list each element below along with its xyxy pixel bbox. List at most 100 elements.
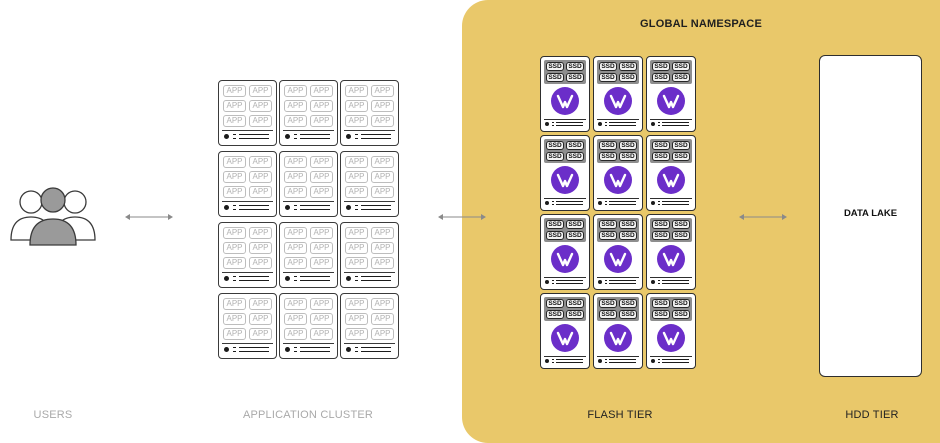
indicator-icon <box>552 122 554 123</box>
indicator-icon <box>294 276 297 278</box>
app-chip: APP <box>310 171 333 183</box>
indicator-icon <box>658 283 660 284</box>
indicator-icon <box>355 276 358 278</box>
app-chip: APP <box>345 100 368 112</box>
vast-logo-icon <box>657 324 685 352</box>
app-chip: APP <box>310 242 333 254</box>
flash-hdd-arrow-icon <box>739 214 787 220</box>
vent-line-icon <box>556 359 583 360</box>
app-chip: APP <box>249 85 272 97</box>
vent-line-icon <box>662 201 689 202</box>
data-lake-box: DATA LAKE <box>819 55 922 377</box>
vast-logo-icon <box>551 245 579 273</box>
app-chip: APP <box>249 257 272 269</box>
app-chip: APP <box>284 186 307 198</box>
indicator-icon <box>552 280 554 281</box>
app-chip: APP <box>284 156 307 168</box>
power-led-icon <box>285 134 290 139</box>
ssd-chip: SSD <box>599 310 617 319</box>
app-chip: APP <box>284 313 307 325</box>
ssd-chip: SSD <box>652 62 670 71</box>
indicator-icon <box>355 280 358 282</box>
server-status-bar <box>222 343 273 355</box>
indicator-icon <box>233 351 236 353</box>
power-led-icon <box>598 122 602 126</box>
app-chip: APP <box>310 257 333 269</box>
app-chip: APP <box>345 85 368 97</box>
app-chip: APP <box>284 257 307 269</box>
indicator-icon <box>233 205 236 207</box>
power-led-icon <box>545 122 549 126</box>
indicator-icon <box>294 138 297 140</box>
app-chip: APP <box>345 257 368 269</box>
app-chip: APP <box>223 298 246 310</box>
ssd-chip: SSD <box>546 310 564 319</box>
ssd-chip: SSD <box>566 299 584 308</box>
app-chip: APP <box>371 100 394 112</box>
app-chip: APP <box>284 171 307 183</box>
node-status-bar <box>650 277 692 286</box>
ssd-chip: SSD <box>566 73 584 82</box>
hdd-tier-caption: HDD TIER <box>845 409 899 421</box>
vast-logo-icon <box>551 324 579 352</box>
indicator-icon <box>605 125 607 126</box>
power-led-icon <box>346 205 351 210</box>
ssd-chip: SSD <box>599 141 617 150</box>
vent-line-icon <box>662 204 689 205</box>
power-led-icon <box>346 276 351 281</box>
app-chip: APP <box>310 328 333 340</box>
indicator-icon <box>233 138 236 140</box>
app-chip: APP <box>345 186 368 198</box>
vent-line-icon <box>239 209 269 211</box>
vent-line-icon <box>239 347 269 349</box>
vent-line-icon <box>556 204 583 205</box>
ssd-chip: SSD <box>599 73 617 82</box>
ssd-chip: SSD <box>599 152 617 161</box>
vent-line-icon <box>556 122 583 123</box>
ssd-chip: SSD <box>652 73 670 82</box>
vent-line-icon <box>239 134 269 136</box>
server-status-bar <box>283 130 334 142</box>
ssd-chip: SSD <box>619 141 637 150</box>
ssd-chip: SSD <box>566 220 584 229</box>
indicator-icon <box>605 122 607 123</box>
indicator-icon <box>658 122 660 123</box>
vent-line-icon <box>300 138 330 140</box>
app-chip: APP <box>371 186 394 198</box>
indicator-icon <box>605 359 607 360</box>
vent-line-icon <box>361 134 391 136</box>
node-status-bar <box>650 198 692 207</box>
indicator-icon <box>605 201 607 202</box>
ssd-chip: SSD <box>566 152 584 161</box>
app-chip: APP <box>284 115 307 127</box>
app-chip: APP <box>345 242 368 254</box>
data-lake-label: DATA LAKE <box>843 208 898 219</box>
power-led-icon <box>651 280 655 284</box>
app-chip: APP <box>223 227 246 239</box>
vent-line-icon <box>361 280 391 282</box>
ssd-chip: SSD <box>672 220 690 229</box>
server-status-bar <box>344 272 395 284</box>
ssd-chip: SSD <box>619 220 637 229</box>
app-chip: APP <box>284 328 307 340</box>
vent-line-icon <box>300 205 330 207</box>
users-cluster-arrow-icon <box>125 214 173 220</box>
node-status-bar <box>597 119 639 128</box>
ssd-chip: SSD <box>672 62 690 71</box>
vent-line-icon <box>556 280 583 281</box>
vent-line-icon <box>662 280 689 281</box>
indicator-icon <box>552 201 554 202</box>
